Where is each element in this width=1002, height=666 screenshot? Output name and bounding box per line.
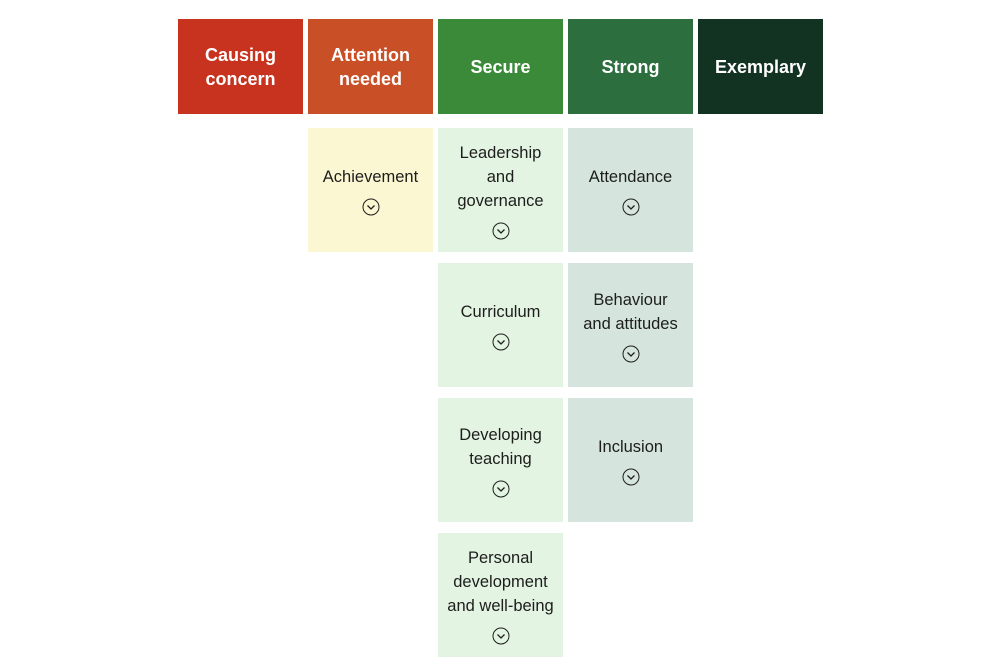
area-label: Leadership and governance [457,143,544,210]
area-tile-attendance[interactable]: Attendance [568,128,693,252]
chevron-down-circle-icon[interactable] [362,198,380,216]
area-label: Achievement [322,167,419,186]
grade-label: Strong [601,56,660,77]
area-label: Behaviour and attitudes [583,290,678,333]
area-label: Developing teaching [459,425,542,468]
area-tile-achievement[interactable]: Achievement [308,128,433,252]
grade-label: Causing concern [204,44,276,89]
area-tile-behaviour-and-attitudes[interactable]: Behaviour and attitudes [568,263,693,387]
grade-attention-needed: Attention needed [308,19,433,114]
area-label: Inclusion [597,437,664,456]
chevron-down-circle-icon[interactable] [492,333,510,351]
grade-strong: Strong [568,19,693,114]
area-tile-personal-development-and-well-being[interactable]: Personal development and well-being [438,533,563,657]
grade-label: Exemplary [714,56,807,77]
area-label: Personal development and well-being [447,548,554,615]
area-tile-leadership-and-governance[interactable]: Leadership and governance [438,128,563,252]
area-tile-curriculum[interactable]: Curriculum [438,263,563,387]
chevron-down-circle-icon[interactable] [492,480,510,498]
area-label: Curriculum [460,302,541,321]
chevron-down-circle-icon[interactable] [622,198,640,216]
grade-label: Attention needed [331,44,410,89]
chevron-down-circle-icon[interactable] [622,468,640,486]
grade-secure: Secure [438,19,563,114]
grade-causing-concern: Causing concern [178,19,303,114]
area-tile-inclusion[interactable]: Inclusion [568,398,693,522]
chevron-down-circle-icon[interactable] [492,222,510,240]
chevron-down-circle-icon[interactable] [622,345,640,363]
grade-label: Secure [470,56,531,77]
area-tile-developing-teaching[interactable]: Developing teaching [438,398,563,522]
area-label: Attendance [588,167,673,186]
chevron-down-circle-icon[interactable] [492,627,510,645]
grade-exemplary: Exemplary [698,19,823,114]
